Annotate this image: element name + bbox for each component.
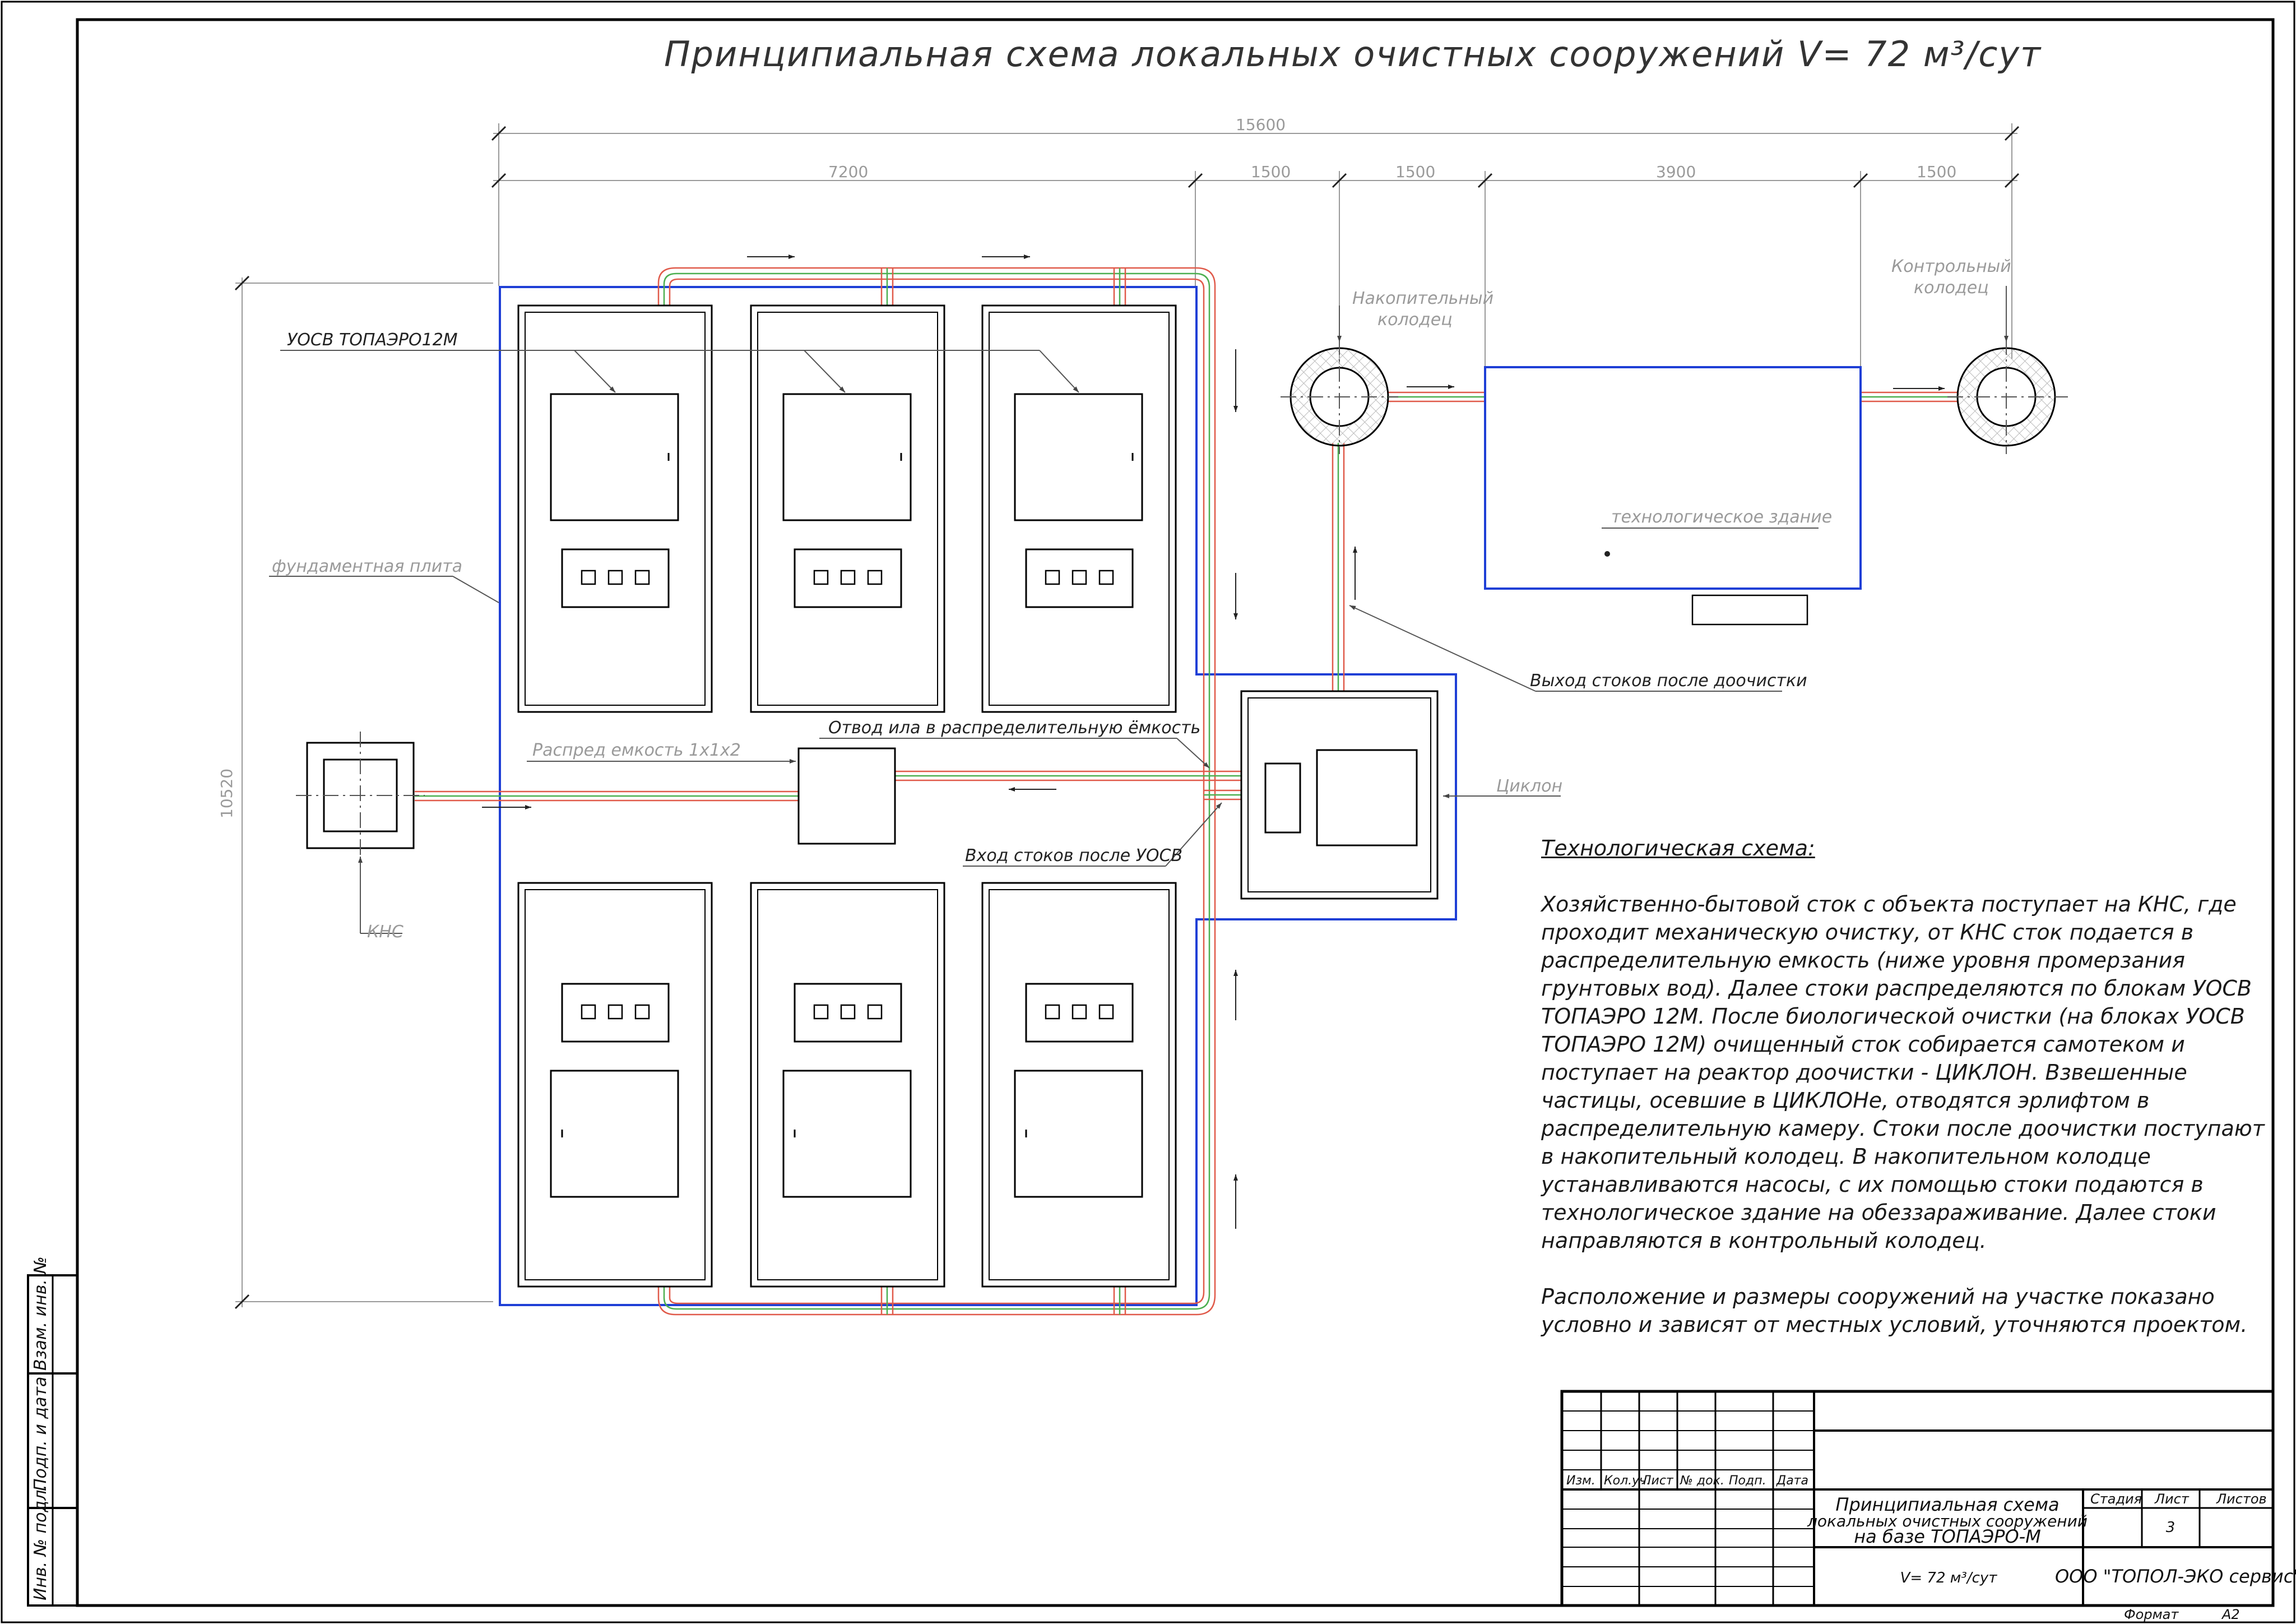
drawing-frame xyxy=(76,18,2275,1607)
side-stamp-vzam: Взам. инв. № xyxy=(31,1256,50,1371)
pipe-network xyxy=(415,267,1959,1316)
label-storage-well-2: колодец xyxy=(1377,310,1453,330)
notes-heading: Технологическая схема: xyxy=(1541,836,1815,860)
tb-col-ndok: № док. xyxy=(1680,1474,1724,1488)
tech-building xyxy=(1484,366,1862,590)
storage-well xyxy=(1281,339,1398,454)
tb-format-label: Формат xyxy=(2124,1607,2179,1622)
uosv-unit-top-2 xyxy=(750,304,945,713)
notes-paragraph-2: Расположение и размеры сооружений на уча… xyxy=(1541,1284,2248,1337)
uosv-unit-bottom-1 xyxy=(517,882,713,1288)
tb-name-line3: на базе ТОПАЭРО-М xyxy=(1854,1526,2041,1547)
dim-seg2: 1500 xyxy=(1251,163,1291,181)
label-foundation: фундаментная плита xyxy=(272,557,462,576)
dim-seg1: 7200 xyxy=(828,163,868,181)
label-uosv: УОСВ ТОПАЭРО12М xyxy=(287,330,458,350)
label-tech-building: технологическое здание xyxy=(1611,507,1832,527)
tb-name-line1: Принципиальная схема xyxy=(1835,1494,2059,1515)
title-block xyxy=(1560,1390,2275,1607)
cyclone-reactor xyxy=(1240,690,1439,900)
tb-col-kol: Кол.уч. xyxy=(1604,1474,1650,1488)
label-kns: КНС xyxy=(367,922,403,942)
tb-capacity: V= 72 м³/сут xyxy=(1900,1570,1998,1586)
tb-col-podp: Подп. xyxy=(1729,1474,1766,1488)
foundation-boundary xyxy=(499,286,1457,1306)
dimension-lines xyxy=(234,123,2020,1310)
tb-sheet-number: 3 xyxy=(2166,1519,2176,1536)
side-stamp: Взам. инв. № Подп. и дата Инв. № подл. xyxy=(27,1256,78,1607)
tb-name-line2: локальных очистных сооружений xyxy=(1807,1512,2088,1530)
technology-notes: Технологическая схема: Хозяйственно-быто… xyxy=(1541,834,2270,1367)
dim-seg4: 3900 xyxy=(1656,163,1696,181)
tb-col-izm: Изм. xyxy=(1566,1474,1595,1488)
dim-height: 10520 xyxy=(217,769,236,818)
label-distribution-tank: Распред емкость 1х1х2 xyxy=(532,741,741,760)
kns-station xyxy=(296,732,425,859)
label-sludge-outlet: Отвод ила в распределительную ёмкость xyxy=(828,718,1200,738)
label-storage-well-1: Накопительный xyxy=(1352,289,1493,308)
tb-stage: Стадия xyxy=(2090,1491,2142,1507)
dim-seg5: 1500 xyxy=(1917,163,1956,181)
label-inlet-after-uosv: Вход стоков после УОСВ xyxy=(965,846,1182,866)
leader-lines xyxy=(269,286,2009,934)
tb-sheets: Листов xyxy=(2216,1491,2267,1507)
tech-building-annex xyxy=(1691,594,1808,626)
distribution-tank xyxy=(797,747,896,845)
tb-col-list: Лист xyxy=(1641,1474,1674,1488)
tb-sheet: Лист xyxy=(2154,1491,2190,1507)
uosv-unit-bottom-3 xyxy=(981,882,1177,1288)
label-control-well-1: Контрольный xyxy=(1891,257,2011,276)
control-well xyxy=(1947,339,2068,454)
dim-overall: 15600 xyxy=(1236,115,1286,134)
label-cyclone: Циклон xyxy=(1496,776,1562,796)
tech-building-marker xyxy=(1604,551,1610,557)
uosv-unit-bottom-2 xyxy=(750,882,945,1288)
label-control-well-2: колодец xyxy=(1914,278,1989,298)
tb-format-value: А2 xyxy=(2221,1607,2240,1622)
notes-paragraph-1: Хозяйственно-бытовой сток с объекта пост… xyxy=(1541,892,2265,1253)
side-stamp-inv: Инв. № подл. xyxy=(31,1484,50,1600)
drawing-title: Принципиальная схема локальных очистных … xyxy=(664,34,2042,75)
uosv-unit-top-1 xyxy=(517,304,713,713)
uosv-unit-top-3 xyxy=(981,304,1177,713)
dim-seg3: 1500 xyxy=(1395,163,1435,181)
tb-col-data: Дата xyxy=(1776,1474,1808,1488)
flow-arrows xyxy=(482,255,1945,1229)
side-stamp-podp: Подп. и дата xyxy=(31,1377,50,1491)
label-outlet-post: Выход стоков после доочистки xyxy=(1530,671,1807,691)
tb-company: ООО "ТОПОЛ-ЭКО сервис" xyxy=(2055,1566,2296,1587)
